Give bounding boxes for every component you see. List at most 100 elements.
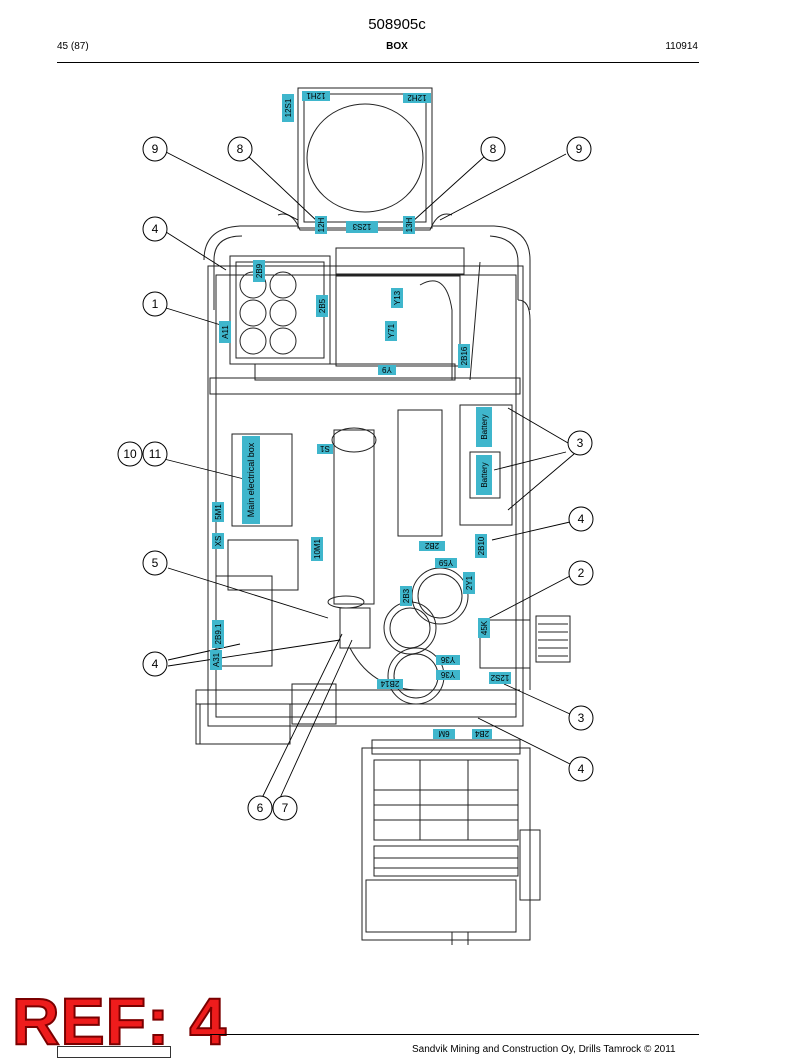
svg-text:5M1: 5M1 <box>214 504 223 520</box>
label-2B16: 2B16 <box>458 344 470 368</box>
label-12H2: 12H2 <box>403 93 431 103</box>
svg-text:2B10: 2B10 <box>477 536 486 555</box>
date-code: 110914 <box>665 41 698 52</box>
callout-2: 2 <box>568 560 594 586</box>
exhaust-pipe <box>333 429 375 605</box>
svg-text:Y71: Y71 <box>387 323 396 338</box>
svg-text:2B14: 2B14 <box>380 679 399 688</box>
callout-1: 1 <box>142 291 168 317</box>
svg-text:10M1: 10M1 <box>313 538 322 559</box>
label-13H: 13H <box>403 216 415 234</box>
section-title: BOX <box>386 41 408 52</box>
label-45K: 45K <box>478 618 490 638</box>
label-2Y1: 2Y1 <box>463 572 475 594</box>
ref-stamp: REF: 4 <box>11 984 228 1058</box>
callout-9-left: 9 <box>142 136 168 162</box>
callout-10: 10 <box>117 441 143 467</box>
callout-11: 11 <box>142 441 168 467</box>
svg-text:5: 5 <box>152 556 159 570</box>
label-6M: 6M <box>433 729 455 739</box>
svg-text:4: 4 <box>578 512 585 526</box>
svg-text:2B9.1: 2B9.1 <box>214 623 223 644</box>
svg-text:2Y1: 2Y1 <box>465 575 474 590</box>
callout-8-right: 8 <box>480 136 506 162</box>
svg-text:Main electrical box: Main electrical box <box>246 442 256 517</box>
svg-text:12S3: 12S3 <box>352 222 371 231</box>
header-rule <box>57 62 699 63</box>
chassis-frame <box>207 265 524 727</box>
label-2B14: 2B14 <box>377 679 403 689</box>
label-Y9: Y9 <box>378 365 396 375</box>
rear-cooler <box>361 747 531 941</box>
svg-text:12H2: 12H2 <box>407 93 427 102</box>
battery-bay <box>459 404 513 526</box>
label-2B3: 2B3 <box>400 586 412 606</box>
svg-text:XS: XS <box>214 536 223 547</box>
svg-text:Y9: Y9 <box>382 365 392 374</box>
svg-text:4: 4 <box>578 762 585 776</box>
svg-text:Y36: Y36 <box>440 670 455 679</box>
component-labels: 12S1 12H1 12H2 12H 12S3 13H 2B9 2B5 Y13 … <box>210 91 511 739</box>
svg-text:2B5: 2B5 <box>318 298 327 313</box>
label-10M1: 10M1 <box>311 537 323 561</box>
svg-text:12S2: 12S2 <box>490 673 509 682</box>
svg-text:1: 1 <box>152 297 159 311</box>
svg-text:8: 8 <box>237 142 244 156</box>
svg-text:2B9: 2B9 <box>255 263 264 278</box>
svg-text:A11: A11 <box>221 325 230 339</box>
svg-text:12H: 12H <box>317 217 326 232</box>
label-2B10: 2B10 <box>475 534 487 558</box>
svg-text:4: 4 <box>152 222 159 236</box>
svg-text:9: 9 <box>576 142 583 156</box>
svg-text:2: 2 <box>578 566 585 580</box>
svg-text:Y13: Y13 <box>393 290 402 305</box>
svg-text:6M: 6M <box>438 729 449 738</box>
label-2B2: 2B2 <box>419 541 445 551</box>
svg-text:12H1: 12H1 <box>306 91 326 100</box>
svg-text:8: 8 <box>490 142 497 156</box>
callout-5: 5 <box>142 550 168 576</box>
callout-3-upper: 3 <box>567 430 593 456</box>
svg-text:10: 10 <box>123 447 137 461</box>
callout-4-bottom: 4 <box>568 756 594 782</box>
label-Y36-upper: Y36 <box>436 655 460 665</box>
machine-outline <box>195 87 571 945</box>
svg-text:3: 3 <box>578 711 585 725</box>
svg-text:9: 9 <box>152 142 159 156</box>
label-2B5: 2B5 <box>316 295 328 317</box>
label-12S2: 12S2 <box>489 672 511 684</box>
svg-text:S1: S1 <box>320 444 330 453</box>
label-battery-1: Battery <box>476 407 492 447</box>
label-main-electrical-box: Main electrical box <box>242 436 260 524</box>
svg-text:12S1: 12S1 <box>284 98 293 117</box>
callout-7: 7 <box>272 795 298 821</box>
footer-rule <box>210 1034 699 1035</box>
label-2B9.1: 2B9.1 <box>212 620 224 648</box>
callout-9-right: 9 <box>566 136 592 162</box>
callout-8-left: 8 <box>227 136 253 162</box>
svg-text:Y59: Y59 <box>438 558 453 567</box>
svg-text:4: 4 <box>152 657 159 671</box>
callout-4-right: 4 <box>568 506 594 532</box>
footer-copyright: Sandvik Mining and Construction Oy, Dril… <box>412 1044 676 1055</box>
svg-text:7: 7 <box>282 801 289 815</box>
label-Y36-lower: Y36 <box>436 670 460 680</box>
label-12H: 12H <box>315 216 327 234</box>
label-XS: XS <box>212 533 224 549</box>
label-2B4: 2B4 <box>472 729 492 739</box>
svg-text:3: 3 <box>577 436 584 450</box>
label-A31: A31 <box>210 650 222 670</box>
svg-text:A31: A31 <box>212 652 221 667</box>
svg-text:2B2: 2B2 <box>424 541 439 550</box>
callout-4-lower-left: 4 <box>142 651 168 677</box>
label-12S1: 12S1 <box>282 94 294 122</box>
svg-text:Battery: Battery <box>480 462 489 487</box>
svg-text:11: 11 <box>149 447 162 461</box>
label-S1: S1 <box>317 444 333 454</box>
svg-text:13H: 13H <box>405 217 414 232</box>
callout-circles: 9 8 8 9 4 1 10 11 5 4 6 7 3 4 2 3 4 <box>117 136 594 821</box>
svg-text:Y36: Y36 <box>440 655 455 664</box>
sandvik-logo <box>57 1046 171 1058</box>
svg-text:2B16: 2B16 <box>460 346 469 365</box>
svg-text:Battery: Battery <box>480 414 489 439</box>
